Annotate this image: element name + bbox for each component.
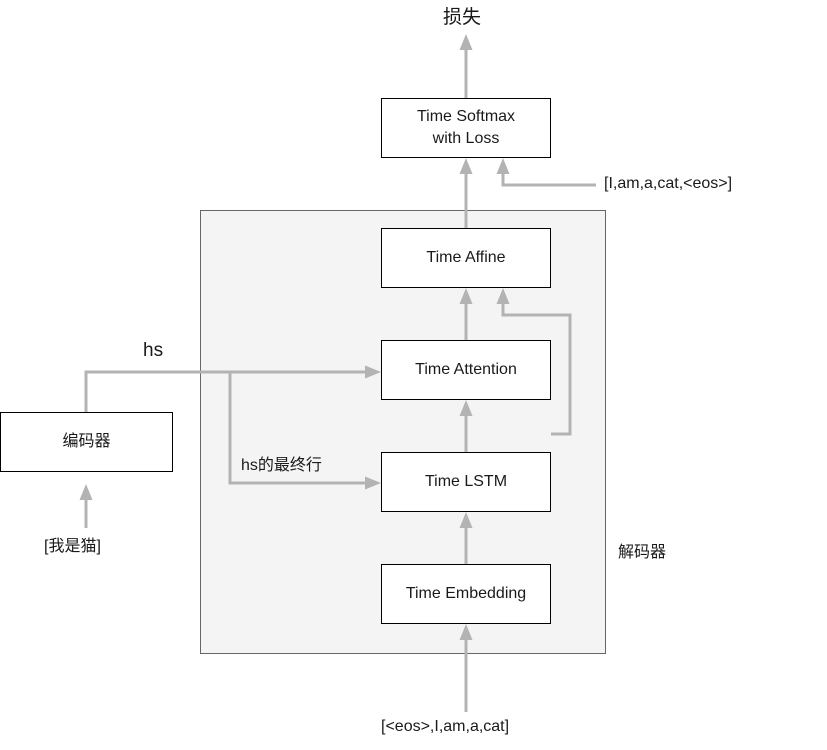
decoder-input-sequence: [<eos>,I,am,a,cat] (381, 718, 510, 735)
node-time-softmax-with-loss[interactable]: Time Softmax with Loss (381, 98, 551, 158)
node-time-lstm[interactable]: Time LSTM (381, 452, 551, 512)
node-time-attention[interactable]: Time Attention (381, 340, 551, 400)
hs-label: hs (143, 340, 164, 361)
encoder-input-sequence: [我是猫] (44, 538, 101, 555)
arrow-labels-to-softmax (496, 158, 596, 187)
arrow-softmax-to-loss (459, 34, 473, 98)
node-encoder[interactable]: 编码器 (0, 412, 173, 472)
loss-label: 损失 (443, 7, 482, 28)
node-time-affine[interactable]: Time Affine (381, 228, 551, 288)
node-time-embedding[interactable]: Time Embedding (381, 564, 551, 624)
arrow-input-to-encoder (79, 484, 93, 528)
hs-final-row-label: hs的最终行 (241, 457, 322, 474)
teacher-labels-sequence: [I,am,a,cat,<eos>] (604, 175, 733, 192)
decoder-label: 解码器 (618, 544, 667, 561)
